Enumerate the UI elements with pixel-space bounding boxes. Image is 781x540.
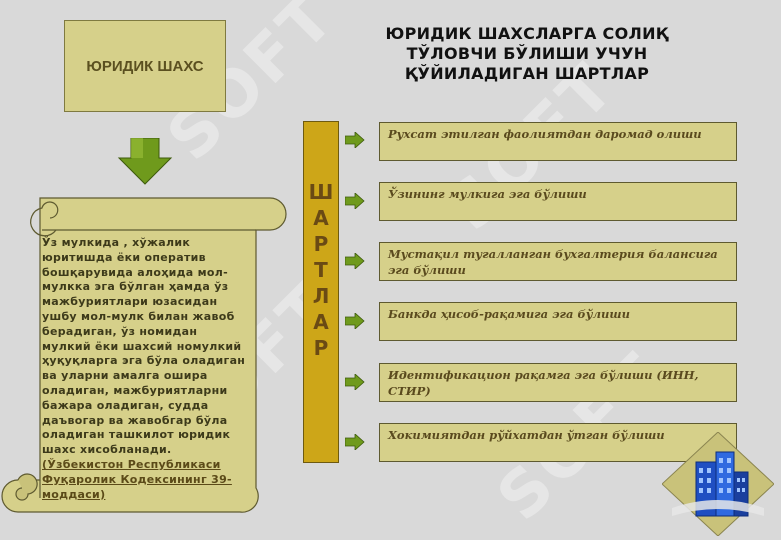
- title-line-3: ҚЎЙИЛАДИГАН ШАРТЛАР: [404, 64, 650, 83]
- condition-text: Рухсат этилган фаолиятдан даромад олиши: [388, 127, 702, 141]
- bar-letter: А: [313, 310, 329, 334]
- definition-scroll: [1, 197, 287, 513]
- condition-box: Банкда ҳисоб-рақамига эга бўлиши: [379, 302, 737, 341]
- condition-box: Ўзининг мулкига эга бўлиши: [379, 182, 737, 221]
- legal-entity-box: ЮРИДИК ШАХС: [64, 20, 226, 112]
- condition-text: Хокимиятдан рўйхатдан ўтган бўлиши: [388, 428, 665, 442]
- condition-box: Хокимиятдан рўйхатдан ўтган бўлиши: [379, 423, 737, 462]
- condition-box: Рухсат этилган фаолиятдан даромад олиши: [379, 122, 737, 161]
- condition-text: Банкда ҳисоб-рақамига эга бўлиши: [388, 307, 630, 321]
- down-arrow-icon: [117, 138, 173, 185]
- condition-text: Ўзининг мулкига эга бўлиши: [388, 187, 587, 201]
- right-arrow-icon: [345, 434, 365, 450]
- condition-box: Мустақил тугалланган бухгалтерия баланси…: [379, 242, 737, 281]
- condition-text: Идентификацион рақамга эга бўлиши (ИНН, …: [388, 368, 699, 398]
- bar-letter: Р: [313, 232, 329, 256]
- title-line-2: ТЎЛОВЧИ БЎЛИШИ УЧУН: [406, 44, 648, 63]
- definition-reference: (Ўзбекистон Республикаси Фуқаролик Кодек…: [42, 457, 232, 501]
- right-arrow-icon: [345, 132, 365, 148]
- title-line-1: ЮРИДИК ШАХСЛАРГА СОЛИҚ: [385, 24, 669, 43]
- bar-letter: Л: [312, 284, 330, 308]
- bar-letter: Ш: [308, 180, 334, 204]
- right-arrow-icon: [345, 374, 365, 390]
- legal-entity-label: ЮРИДИК ШАХС: [86, 57, 204, 75]
- conditions-bar: Ш А Р Т Л А Р: [303, 121, 339, 463]
- bar-letter: А: [313, 206, 329, 230]
- slide-title: ЮРИДИК ШАХСЛАРГА СОЛИҚ ТЎЛОВЧИ БЎЛИШИ УЧ…: [352, 24, 702, 84]
- definition-body: Ўз мулкида , хўжалик юритишда ёки операт…: [42, 236, 246, 457]
- condition-text: Мустақил тугалланган бухгалтерия баланси…: [388, 247, 718, 277]
- definition-text: Ўз мулкида , хўжалик юритишда ёки операт…: [42, 236, 247, 502]
- condition-box: Идентификацион рақамга эга бўлиши (ИНН, …: [379, 363, 737, 402]
- right-arrow-icon: [345, 313, 365, 329]
- buildings-logo-icon: [662, 432, 774, 536]
- right-arrow-icon: [345, 253, 365, 269]
- right-arrow-icon: [345, 193, 365, 209]
- bar-letter: Р: [313, 336, 329, 360]
- bar-letter: Т: [314, 258, 328, 282]
